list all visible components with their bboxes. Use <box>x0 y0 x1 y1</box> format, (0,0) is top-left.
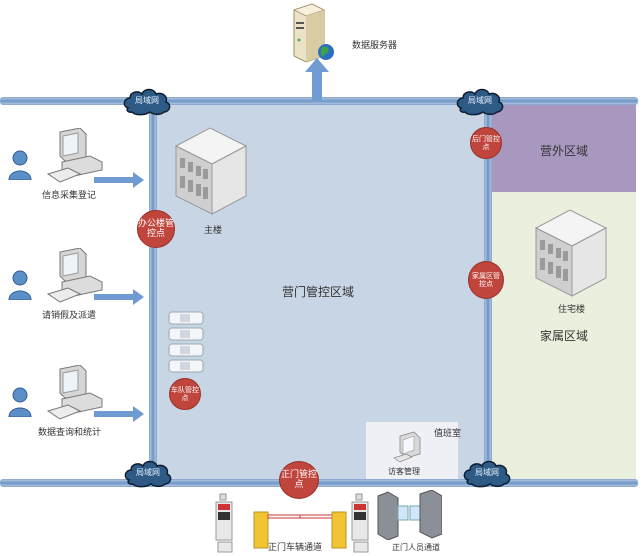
uplink-arrow-icon <box>305 58 329 100</box>
workstation-leave-dispatch: 请销假及派遣 <box>8 248 138 321</box>
pedestrian-lane-label: 正门人员通道 <box>392 543 440 552</box>
visitor-management-label: 访客管理 <box>388 467 420 476</box>
cloud-icon <box>124 460 172 488</box>
vehicle-lane-label: 正门车辆通道 <box>268 543 323 553</box>
office-control-point: 办公楼管控点 <box>137 210 175 248</box>
workstation-info-collection: 信息采集登记 <box>8 128 138 201</box>
family-zone-control-point: 家属区管控点 <box>468 261 504 299</box>
residential-building-icon <box>534 209 608 297</box>
duty-room: 值班室 访客管理 <box>366 422 462 480</box>
desktop-computer-icon <box>46 365 103 420</box>
lan-label: 局域网 <box>136 468 160 477</box>
lan-cloud-bottom-right: 局域网 <box>462 458 512 488</box>
vehicle-barrier-gate-icon <box>215 493 369 553</box>
workstation-label: 数据查询和统计 <box>38 428 102 438</box>
lan-cloud-top-right: 局域网 <box>455 86 505 116</box>
data-server-label: 数据服务器 <box>352 41 398 51</box>
lan-cloud-bottom-left: 局域网 <box>123 458 173 488</box>
fleet-control-point: 车队管控点 <box>169 378 201 410</box>
residential-building-label: 住宅楼 <box>558 305 586 315</box>
main-gate-control-point: 正门管控点 <box>279 461 319 499</box>
user-icon <box>8 387 32 417</box>
lan-label: 局域网 <box>135 96 159 105</box>
pedestrian-turnstile-icon <box>377 490 442 540</box>
back-gate-control-point: 后门管控点 <box>470 127 502 159</box>
duty-room-title: 值班室 <box>434 429 462 439</box>
cloud-icon <box>123 88 171 116</box>
workstation-label: 信息采集登记 <box>42 191 97 201</box>
lan-cloud-top-left: 局域网 <box>122 86 172 116</box>
visitor-computer-icon <box>393 431 421 463</box>
vehicle-fleet-icon <box>168 311 204 373</box>
main-building-icon <box>174 127 248 215</box>
outside-camp-zone <box>492 104 636 192</box>
desktop-computer-icon <box>46 128 103 183</box>
main-building-label: 主楼 <box>204 226 223 236</box>
cloud-icon <box>456 88 504 116</box>
workstation-label: 请销假及派遣 <box>42 311 97 321</box>
arrow-right-icon <box>94 172 144 188</box>
lan-label: 局域网 <box>468 96 492 105</box>
family-zone-label: 家属区域 <box>540 329 589 343</box>
arrow-right-icon <box>94 289 144 305</box>
data-server-icon <box>292 3 334 63</box>
user-icon <box>8 270 32 300</box>
lan-line-left <box>149 100 157 486</box>
workstation-data-query: 数据查询和统计 <box>8 365 138 438</box>
user-icon <box>8 150 32 180</box>
outside-zone-label: 营外区域 <box>540 144 589 158</box>
cloud-icon <box>463 460 511 488</box>
camp-gate-zone-label: 营门管控区域 <box>282 285 355 299</box>
lan-line-bottom <box>0 479 638 487</box>
arrow-right-icon <box>94 406 144 422</box>
lan-label: 局域网 <box>475 468 499 477</box>
desktop-computer-icon <box>46 248 103 303</box>
